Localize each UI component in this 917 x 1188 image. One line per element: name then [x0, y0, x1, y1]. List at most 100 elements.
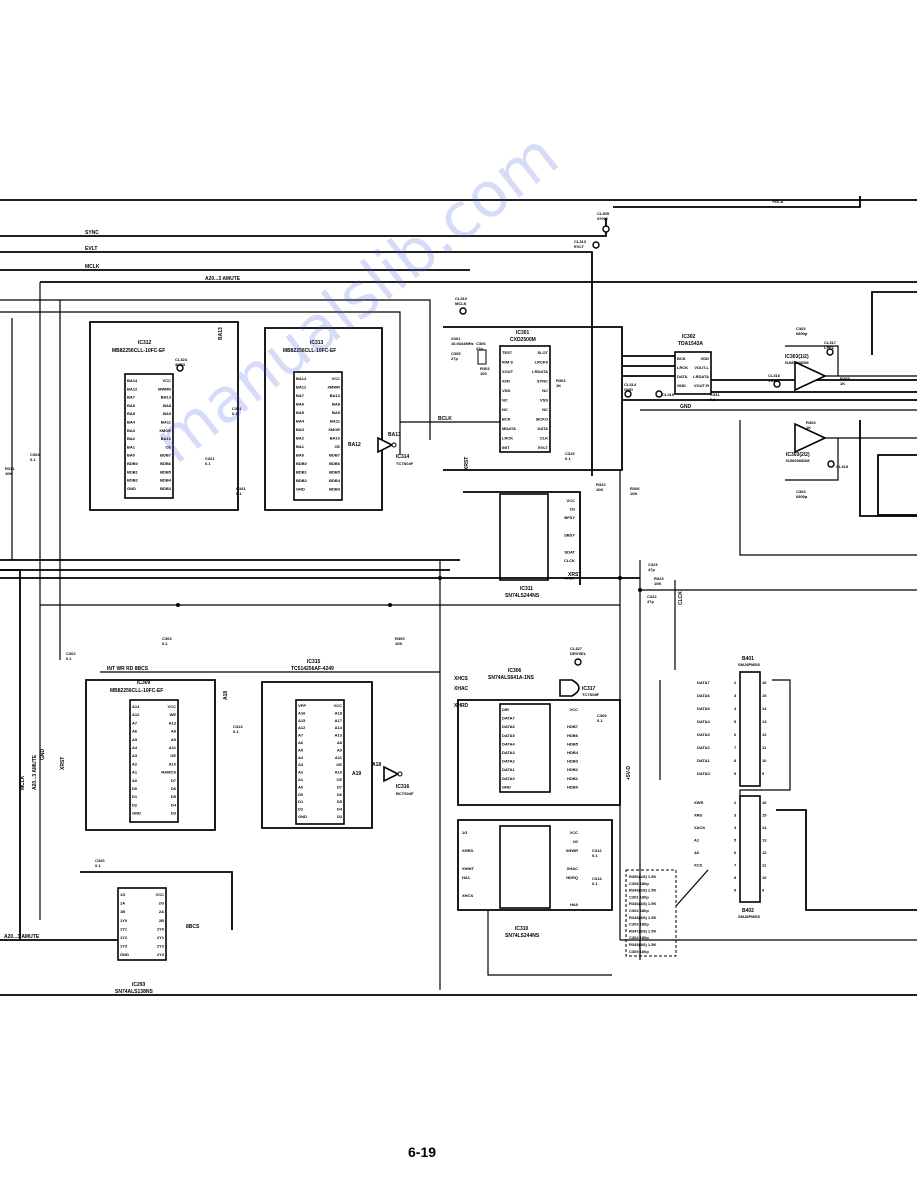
pin-list: BA14BA12BA7BA6BA5BA4BA3BA2BA1BA0BDB0BDB1… — [296, 376, 308, 492]
pin-label: A11 — [169, 745, 177, 750]
pin-label: VDD — [701, 356, 710, 361]
ic312-part: MB82256CLL-10FC-EF — [112, 348, 165, 354]
ic309-frame — [85, 679, 216, 831]
pin-label: 2A — [159, 909, 164, 914]
pin-label: BA0 — [127, 453, 136, 458]
tp-cl318: CL318 — [836, 464, 849, 469]
pin-label: BDB6 — [329, 461, 341, 466]
pin-label: 5 — [734, 719, 737, 724]
pin-label: BA11 — [330, 419, 341, 424]
label-sbcs: 8BCS — [186, 924, 200, 930]
b402-part: SMJ8PMDS — [738, 914, 760, 919]
connector-b401-body — [739, 671, 761, 787]
pin-label: 1Y0 — [120, 918, 128, 923]
pin-label: DATA0 — [697, 771, 711, 776]
ic293-ref: IC293 — [132, 982, 146, 988]
ic312-frame — [89, 321, 239, 511]
label-left-gnd: GND — [40, 749, 46, 761]
ic312-group: IC312 MB82256CLL-10FC-EF BA14BA12BA7BA6B… — [89, 321, 239, 511]
testpoint-cl317 — [826, 348, 834, 356]
rail-label-5va: +5V-A — [772, 199, 783, 204]
pin-label: VSS — [540, 398, 548, 403]
pin-label: A17 — [335, 718, 343, 723]
pin-label: 11 — [762, 745, 767, 750]
ic317-part: TC7S08F — [582, 692, 600, 697]
pin-label: HDB5 — [567, 741, 579, 746]
pin-label: A13 — [169, 720, 177, 725]
pin-label: BA10 — [330, 436, 341, 441]
pin-list: VCCMWRNBA13BA8BA9BA11XMOEBA10CEBDB7BDB6B… — [158, 378, 172, 491]
ic309-body — [129, 699, 179, 823]
ic315-ref: IC315 — [307, 659, 321, 665]
pin-label: DATA5 — [502, 733, 516, 738]
ic293-part: SN74ALS138NS — [115, 989, 153, 995]
connector-b401-group: B401 SMJ8PMDS DATA7DATA6DATA5DATA4DATA3D… — [697, 656, 767, 787]
pin-label: CLCK — [564, 558, 575, 563]
pin-label: HDRQ — [566, 875, 578, 880]
pin-label: LRCK0 — [535, 360, 549, 365]
pin-label: BA14 — [296, 376, 307, 381]
pin-label: D7 — [337, 784, 343, 789]
label-xrst2: XRST — [568, 572, 581, 578]
ram-bus-upper — [0, 299, 431, 440]
testpoint-cl305 — [602, 225, 610, 233]
pin-label: DATA7 — [697, 680, 711, 685]
ic311-ref: IC311 — [520, 586, 533, 592]
pin-label: GND — [120, 952, 129, 957]
testpoint-cl315 — [655, 390, 663, 398]
top-rail-line — [613, 196, 861, 208]
pin-label: BDB5 — [329, 470, 341, 475]
pin-label: A0 — [298, 784, 304, 789]
pin-label: SBSY — [564, 532, 575, 537]
label-xhcs: XHCS — [454, 676, 469, 682]
pin-label: DATA0 — [502, 776, 516, 781]
pin-label: BA11 — [161, 420, 172, 425]
pin-label: 13 — [762, 838, 767, 843]
ic317-ref: IC317 — [582, 686, 596, 692]
pin-label: 2Y0 — [157, 926, 165, 931]
ic313-body — [293, 371, 343, 501]
pin-label: NC — [502, 407, 508, 412]
pin-label: 1Y2 — [120, 935, 128, 940]
pin-label: XHRD — [462, 848, 473, 853]
testpoint-cl314 — [624, 390, 632, 398]
ic312-ref: IC312 — [138, 340, 152, 346]
pin-label: D1 — [298, 799, 304, 804]
pin-label: BFSY — [564, 515, 575, 520]
ic316-ref: IC316 — [396, 784, 410, 790]
ic301-part: CXD2500M — [510, 337, 536, 343]
label-ba13b: BA13 — [388, 432, 401, 438]
pin-label: 15 — [762, 693, 767, 698]
pin-label: 5 — [734, 838, 737, 843]
pin-label: BA8 — [332, 402, 341, 407]
right-connector-mid — [877, 454, 917, 516]
pin-label: 8 — [734, 875, 737, 880]
ic317-and-gate — [559, 679, 580, 697]
pin-label: HDB0 — [567, 784, 579, 789]
pin-label: A5 — [132, 737, 138, 742]
label-bclk: BCLK — [438, 416, 452, 422]
pin-label: A1 — [694, 838, 700, 843]
pin-label: HDB7 — [567, 724, 579, 729]
pin-label: BA8 — [163, 403, 172, 408]
pin-label: A16 — [298, 710, 306, 715]
pin-label: 2Y2 — [157, 944, 165, 949]
pin-label: DATA2 — [502, 759, 516, 764]
pin-label: DATA3 — [697, 732, 711, 737]
sync-line — [0, 218, 607, 237]
